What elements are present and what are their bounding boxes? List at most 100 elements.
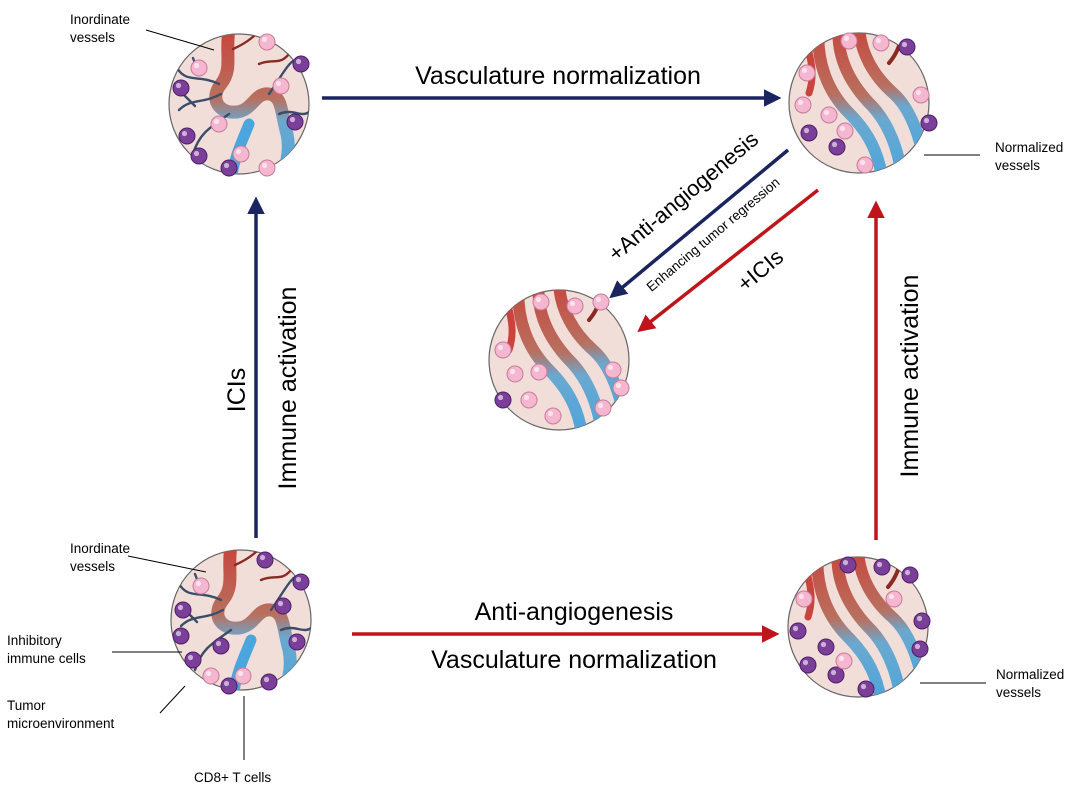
leader-bl-inordinate [127, 555, 207, 573]
inhibitory-cell [857, 680, 875, 698]
normalized-branch [801, 557, 815, 621]
label-bl-inordinate: Inordinate vessels [70, 541, 134, 574]
cd8-t-cell [566, 297, 584, 315]
cd8-t-cell [820, 106, 838, 124]
cd8-t-cell [202, 667, 220, 685]
cell-highlight [235, 148, 242, 155]
cell-highlight [797, 99, 804, 106]
label-bl-inhibitory: Inhibitory immune cells [7, 633, 86, 666]
inhibitory-cell [274, 597, 292, 615]
cell-highlight [523, 394, 530, 401]
cell-highlight [860, 683, 867, 690]
inordinate-branch [179, 608, 225, 628]
label-tl-inordinate: Inordinate vessels [70, 12, 134, 45]
cell-highlight [509, 368, 516, 375]
cell-highlight [213, 118, 220, 125]
inhibitory-cell [789, 622, 807, 640]
cell-highlight [923, 117, 930, 124]
main-vessel [211, 550, 297, 690]
inhibitory-cell [190, 147, 208, 165]
label-bl-cd8: CD8+ T cells [194, 770, 271, 785]
cd8-t-cell [836, 122, 854, 140]
cd8-t-cell [506, 365, 524, 383]
cd8-t-cell [272, 77, 290, 95]
label-tr-normalized: Normalized vessels [995, 140, 1067, 173]
inordinate-branch [177, 582, 223, 602]
top-arrow-label: Vasculature normalization [415, 62, 701, 90]
cell-highlight [289, 116, 296, 123]
inhibitory-cell [827, 666, 845, 684]
inordinate-branch [231, 34, 267, 51]
label-bl-tumor: Tumor microenvironment [7, 698, 115, 731]
inhibitory-cell [494, 391, 512, 409]
vein-branch [227, 634, 257, 690]
cd8-t-cell [494, 341, 512, 359]
cell-highlight [803, 127, 810, 134]
inhibitory-cell [920, 114, 938, 132]
disc-center [488, 289, 630, 431]
inhibitory-cell [292, 55, 310, 73]
disc-top-left [168, 33, 310, 177]
cell-highlight [876, 561, 883, 568]
cell-highlight [533, 366, 540, 373]
cd8-t-cell [232, 145, 250, 163]
inordinate-branch [259, 568, 293, 582]
cell-highlight [261, 162, 268, 169]
cell-highlight [916, 615, 923, 622]
cell-highlight [223, 680, 230, 687]
normalized-vessel [832, 33, 909, 173]
cell-highlight [901, 41, 908, 48]
inhibitory-cell [873, 558, 891, 576]
cell-highlight [295, 58, 302, 65]
cell-highlight [802, 659, 809, 666]
disc-top-right [788, 32, 938, 174]
inhibitory-cell [220, 677, 238, 695]
inhibitory-cell [220, 159, 238, 177]
left-arrow-label-icis: ICIs [223, 368, 251, 412]
inhibitory-cell [178, 127, 196, 145]
inordinate-branch [181, 92, 197, 108]
cell-highlight [569, 300, 576, 307]
bottom-arrow-label-anti: Anti-angiogenesis [475, 598, 674, 626]
inordinate-branch [177, 92, 223, 112]
cell-highlight [823, 109, 830, 116]
cd8-t-cell [795, 590, 813, 608]
cell-highlight [888, 593, 895, 600]
cell-highlight [263, 676, 270, 683]
inhibitory-cell [828, 138, 846, 156]
normalized-vessel [512, 290, 589, 430]
cell-highlight [801, 67, 808, 74]
cell-highlight [915, 89, 922, 96]
cell-highlight [237, 670, 244, 677]
cd8-t-cell [794, 96, 812, 114]
normalized-branch [802, 33, 816, 97]
cd8-t-cell [544, 407, 562, 425]
normalized-vessel [812, 33, 889, 173]
cd8-t-cell [856, 156, 874, 174]
disc-bottom-right [787, 556, 931, 698]
cell-highlight [859, 159, 866, 166]
normalized-vessel [852, 557, 928, 693]
cd8-t-cell [592, 293, 610, 311]
inhibitory-cell [839, 556, 857, 574]
inordinate-branch [279, 626, 311, 632]
cell-highlight [275, 80, 282, 87]
cell-highlight [615, 382, 622, 389]
cell-highlight [181, 130, 188, 137]
cell-highlight [843, 35, 850, 42]
cd8-t-cell [210, 115, 228, 133]
cd8-t-cell [885, 590, 903, 608]
inordinate-branch [233, 550, 269, 567]
inhibitory-cell [799, 656, 817, 674]
diag-navy-arrow [609, 148, 790, 299]
inhibitory-cell [292, 573, 310, 591]
disc-bottom-left [170, 549, 312, 695]
main-vessel [209, 34, 295, 174]
cell-highlight [195, 580, 202, 587]
inhibitory-cell [913, 612, 931, 630]
normalized-branch [502, 290, 516, 354]
cell-highlight [261, 36, 268, 43]
cd8-t-cell [872, 34, 890, 52]
cell-highlight [187, 654, 194, 661]
